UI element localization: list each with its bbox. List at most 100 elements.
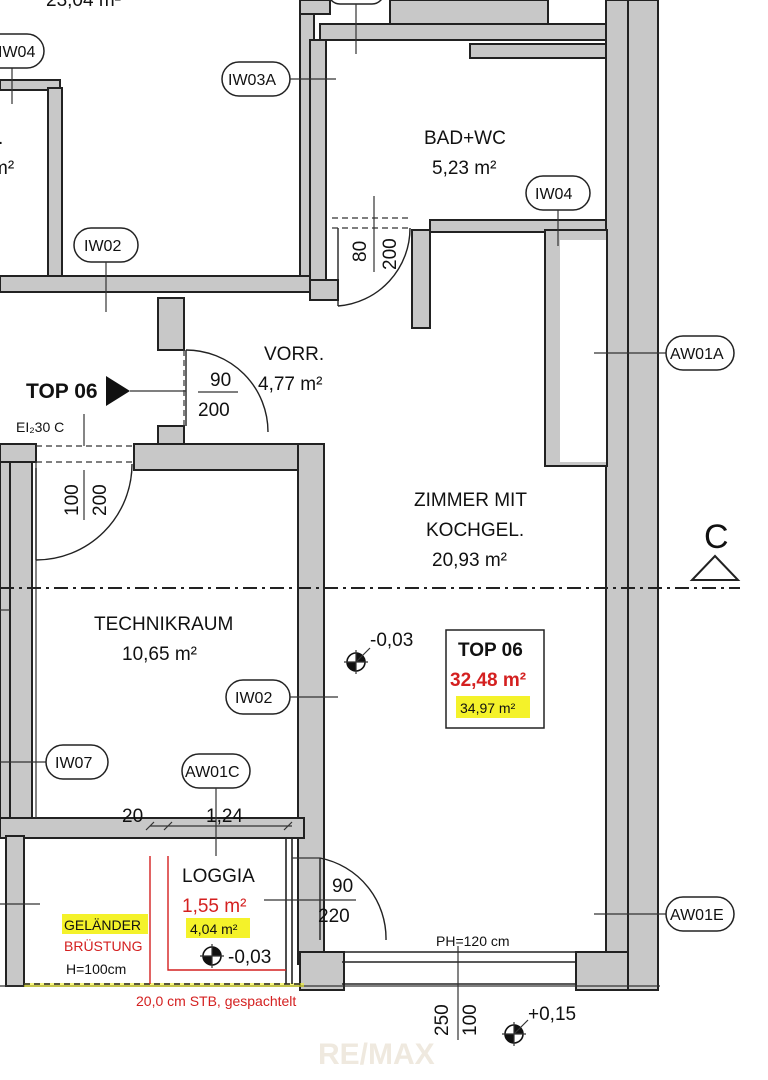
doors xyxy=(35,217,412,941)
level-loggia: -0,03 xyxy=(228,947,271,968)
wall-top-box xyxy=(389,0,549,25)
note-slab: 20,0 cm STB, gespachtelt xyxy=(136,993,296,1009)
note-ph: PH=120 cm xyxy=(436,933,510,949)
wall-left-stub xyxy=(47,87,63,277)
unit-box-area-red: 32,48 m² xyxy=(450,670,526,691)
section-marker-triangle xyxy=(689,554,741,581)
entrance-arrow-icon xyxy=(106,376,130,406)
bath-door-height: 200 xyxy=(380,238,401,270)
sill-dim-250: 250 xyxy=(432,1004,453,1036)
wall-tech-top xyxy=(133,443,325,471)
loggia-door-height: 220 xyxy=(318,906,350,927)
door-dimensions: 80 200 90 200 100 200 90 220 xyxy=(62,196,401,927)
tag-aw01e: AW01E xyxy=(670,907,724,924)
wall-upper-mid-low xyxy=(309,279,339,301)
loggia-area-yellow: 4,04 m² xyxy=(190,921,238,937)
top-area-fragment: 23,04 m² xyxy=(46,0,121,11)
wall-top-band xyxy=(319,23,611,41)
loggia-name: LOGGIA xyxy=(182,866,255,887)
level-zimmer: -0,03 xyxy=(370,630,413,651)
walls xyxy=(0,0,659,991)
level-marker-icon xyxy=(344,647,371,674)
technikraum-name: TECHNIKRAUM xyxy=(94,614,233,635)
tag-iw02-mid: IW02 xyxy=(235,690,272,707)
wall-far-left xyxy=(0,461,11,823)
entry-door-width: 90 xyxy=(210,370,231,391)
wall-loggia-left xyxy=(5,835,25,987)
tech-door-width: 100 xyxy=(62,484,83,516)
section-marker-label: C xyxy=(704,518,729,556)
tag-iw07-box xyxy=(45,744,109,780)
unit-box-title: TOP 06 xyxy=(458,640,523,661)
dimension-124: 1,24 xyxy=(206,806,243,827)
dimension-chain: 20 1,24 250 100 xyxy=(122,806,481,1040)
zimmer-name-2: KOCHGEL. xyxy=(426,520,524,541)
loggia-area: 1,55 m² xyxy=(182,896,246,917)
wall-upper-mid xyxy=(309,39,327,291)
unit-box: TOP 06 32,48 m² 34,97 m² xyxy=(445,629,545,729)
wall-tech-bottom xyxy=(0,817,305,839)
note-gelaender: GELÄNDER xyxy=(64,917,141,933)
inner-lines xyxy=(0,79,660,987)
loggia-door-width: 90 xyxy=(332,876,353,897)
level-markers: -0,03 -0,03 +0,15 xyxy=(200,630,576,1046)
bad-wc-area: 5,23 m² xyxy=(432,158,496,179)
tag-top-cut-box xyxy=(330,0,382,5)
note-bruestung: BRÜSTUNG xyxy=(64,937,143,954)
unit-box-area-yellow: 34,97 m² xyxy=(460,700,516,716)
level-marker-icon xyxy=(200,944,224,968)
loggia-outline xyxy=(149,856,286,984)
entry-door-height: 200 xyxy=(198,400,230,421)
zimmer-stub-cut xyxy=(560,240,606,462)
bad-wc-name: BAD+WC xyxy=(424,128,506,149)
level-marker-icon xyxy=(502,1019,529,1046)
wall-tech-left xyxy=(9,459,33,831)
tag-aw01e-box xyxy=(665,896,735,932)
wall-bath-left-stub xyxy=(411,229,431,329)
wall-right-outer xyxy=(627,0,659,991)
tag-iw07: IW07 xyxy=(55,755,92,772)
dimension-20: 20 xyxy=(122,806,143,827)
wall-upper-room-bottom xyxy=(0,275,315,293)
wall-tags: IW04 IW03A IW04 IW02 AW01A IW02 IW07 AW0… xyxy=(0,0,735,932)
fire-rating: EI₂30 C xyxy=(16,419,64,435)
sill-dim-100: 100 xyxy=(460,1004,481,1036)
gelaender-yellow-bg xyxy=(62,914,148,934)
loggia-yellow-bg xyxy=(186,918,250,938)
unit-box-yellow-bg xyxy=(456,696,530,718)
tag-aw01a-box xyxy=(665,335,735,371)
bath-door-width: 80 xyxy=(350,241,371,262)
technikraum-area: 10,65 m² xyxy=(122,644,197,665)
section-line: C xyxy=(0,518,741,589)
entrance: TOP 06 EI₂30 C xyxy=(16,376,186,446)
tag-aw01c: AW01C xyxy=(185,764,240,781)
slab-highlight xyxy=(24,983,304,987)
wall-bottom-right xyxy=(575,951,629,991)
zimmer-name-1: ZIMMER MIT xyxy=(414,490,527,511)
vorr-name: VORR. xyxy=(264,344,324,365)
left-fragment-area: m² xyxy=(0,158,14,179)
tag-iw03a: IW03A xyxy=(228,72,276,89)
notes: GELÄNDER BRÜSTUNG H=100cm 20,0 cm STB, g… xyxy=(0,903,510,1009)
tag-aw01a: AW01A xyxy=(670,346,724,363)
note-height: H=100cm xyxy=(66,961,126,977)
room-labels: 23,04 m² . m² BAD+WC 5,23 m² VORR. 4,77 … xyxy=(0,0,527,938)
watermark-logo: RE/MAX xyxy=(318,1038,435,1071)
zimmer-area: 20,93 m² xyxy=(432,550,507,571)
wall-tech-top-left xyxy=(0,443,37,463)
left-fragment-dot: . xyxy=(0,128,3,149)
wall-right-exterior xyxy=(605,0,629,991)
wall-top-upper xyxy=(299,0,331,15)
wall-vorr-left xyxy=(157,297,185,351)
level-outside: +0,15 xyxy=(528,1004,576,1025)
wall-bottom-mid xyxy=(299,951,345,991)
tag-iw04-bath: IW04 xyxy=(535,186,572,203)
tech-door-height: 200 xyxy=(90,484,111,516)
vorr-area: 4,77 m² xyxy=(258,374,322,395)
entrance-label: TOP 06 xyxy=(26,380,98,403)
tag-iw04-left: IW04 xyxy=(0,44,35,61)
tag-iw02-top: IW02 xyxy=(84,238,121,255)
tag-iw04-left-box xyxy=(0,33,45,69)
wall-bath-top xyxy=(469,43,611,59)
